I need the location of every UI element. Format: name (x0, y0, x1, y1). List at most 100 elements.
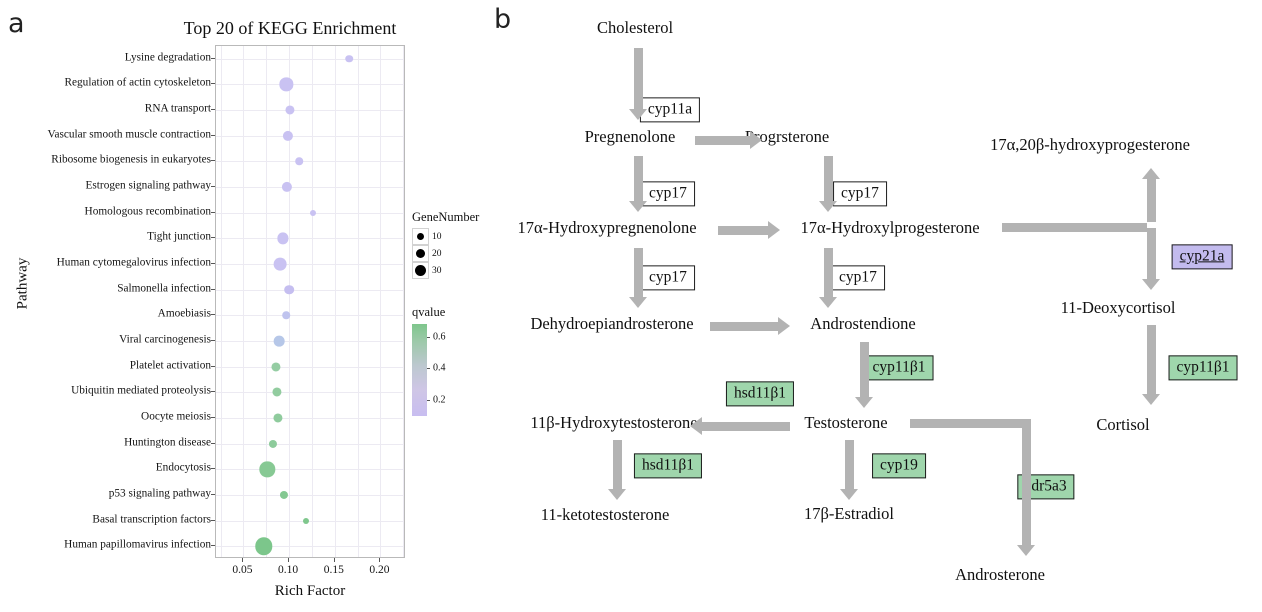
y-axis-tick (211, 160, 215, 162)
enzyme-box-cyp21a[interactable]: cyp21a (1171, 244, 1233, 270)
legend-size-dot (417, 233, 424, 240)
y-axis-tick-label: Amoebiasis (157, 307, 211, 320)
scatter-point (279, 490, 288, 499)
metabolite-pregnenolone: Pregnenolone (584, 126, 676, 146)
colorbar-tick (427, 400, 430, 402)
arrow-deoxycortisol-to-cortisol-shaft (1146, 325, 1156, 394)
enzyme-box-hsd11b1_1[interactable]: hsd11β1 (725, 381, 795, 407)
colorbar (412, 324, 427, 416)
gridline-horizontal (216, 366, 404, 368)
gridline-horizontal (216, 494, 404, 496)
arrow-testosterone-to-hydroxytestosterone-head (690, 417, 702, 435)
metabolite-hydroxyprog: 17α-Hydroxylprogesterone (800, 217, 980, 237)
y-axis-tick (211, 288, 215, 290)
enzyme-label: cyp11β1 (872, 358, 926, 376)
gridline-horizontal (216, 392, 404, 394)
enzyme-box-cyp11a_1[interactable]: cyp11a (639, 97, 701, 123)
arrow-androstendione-to-testosterone-head (855, 397, 873, 408)
metabolite-hydroxyprog_20b: 17α,20β-hydroxyprogesterone (990, 134, 1190, 154)
arrow-hydroxypregnenolone-to-hydroxyprogesterone-head (768, 221, 780, 239)
enzyme-label: hsd11β1 (733, 384, 787, 402)
y-axis-tick-label: Platelet activation (129, 358, 211, 371)
y-axis-tick-label: Lysine degradation (124, 51, 211, 64)
arrow-dhea-to-androstendione-head (778, 317, 790, 335)
y-axis-tick-label: Viral carcinogenesis (119, 333, 211, 346)
gridline-vertical (380, 46, 382, 557)
metabolite-hydroxytesto: 11β-Hydroxytestosterone (530, 412, 698, 432)
scatter-point (279, 77, 293, 92)
enzyme-box-cyp17_4[interactable]: cyp17 (831, 265, 885, 291)
enzyme-box-cyp19[interactable]: cyp19 (872, 453, 926, 479)
arrow-to-deoxycortisol-head (1142, 279, 1160, 290)
panel-a-letter: a (8, 8, 25, 39)
enzyme-box-cyp17_3[interactable]: cyp17 (641, 265, 695, 291)
y-axis-tick (211, 545, 215, 547)
enzyme-label: cyp11a (647, 100, 693, 118)
colorbar-tick-label: 0.6 (433, 331, 446, 343)
y-axis-tick-label: Oocyte meiosis (141, 410, 211, 423)
scatter-point (283, 130, 294, 141)
metabolite-androstendione: Androstendione (810, 313, 916, 333)
legend-size-dot (415, 248, 426, 259)
scatter-point (345, 55, 354, 63)
colorbar-tick (427, 336, 430, 338)
gridline-horizontal (216, 469, 404, 471)
x-axis-tick (333, 558, 335, 562)
arrow-testosterone-to-estradiol-head (840, 489, 858, 500)
gridline-vertical (357, 46, 359, 557)
gridline-vertical (403, 46, 405, 557)
arrow-pregnenolone-to-progesterone-head (750, 131, 762, 149)
x-axis-tick (379, 558, 381, 562)
enzyme-label: cyp17 (649, 184, 687, 202)
arrow-to-17a20b-hydroxyprogesterone-head (1142, 168, 1160, 179)
scatter-point (284, 284, 294, 295)
y-axis-tick-label: Ubiquitin mediated proteolysis (71, 384, 211, 397)
arrow-to-androsterone-shaft (1021, 419, 1031, 545)
enzyme-label: sdr5a3 (1025, 477, 1067, 495)
scatter-point (282, 181, 293, 193)
y-axis-tick (211, 186, 215, 188)
y-axis-tick-label: Regulation of actin cytoskeleton (64, 76, 211, 89)
legend-size-label: 20 (432, 248, 442, 259)
y-axis-tick-label: Salmonella infection (117, 282, 211, 295)
enzyme-box-hsd11b1_2[interactable]: hsd11β1 (633, 453, 703, 479)
y-axis-tick (211, 339, 215, 341)
enzyme-box-cyp11b1_2[interactable]: cyp11β1 (1168, 355, 1238, 381)
arrow-to-deoxycortisol-shaft (1146, 228, 1156, 279)
scatter-point (268, 439, 277, 448)
gridline-vertical (220, 46, 222, 557)
arrow-progesterone-to-hydroxyprogesterone-shaft (823, 156, 833, 201)
legend-gene-number-title: GeneNumber (412, 210, 480, 224)
scatter-point (302, 517, 309, 524)
enzyme-box-cyp17_1[interactable]: cyp17 (641, 181, 695, 207)
gridline-horizontal (216, 84, 404, 86)
y-axis-tick-label: RNA transport (144, 102, 211, 115)
x-axis-tick-label: 0.15 (323, 564, 344, 576)
arrow-hydroxypregnenolone-to-dhea-head (629, 297, 647, 308)
gridline-horizontal (216, 161, 404, 163)
y-axis-tick-label: Ribosome biogenesis in eukaryotes (51, 153, 211, 166)
enzyme-label: cyp21a (1179, 247, 1225, 265)
colorbar-tick-label: 0.4 (433, 362, 446, 374)
enzyme-box-cyp17_2[interactable]: cyp17 (833, 181, 887, 207)
arrow-hydroxytestosterone-to-ketotestosterone-head (608, 489, 626, 500)
gridline-vertical (334, 46, 336, 557)
colorbar-tick-label: 0.2 (433, 394, 446, 406)
enzyme-box-cyp11b1_1[interactable]: cyp11β1 (864, 355, 934, 381)
y-axis-tick (211, 519, 215, 521)
gridline-horizontal (216, 417, 404, 419)
scatter-point (309, 209, 316, 216)
metabolite-estradiol: 17β-Estradiol (804, 503, 894, 523)
colorbar-wrap: 0.6 0.4 0.2 (412, 324, 482, 416)
enzyme-label: cyp17 (649, 268, 687, 286)
elbow-testosterone-horizontal (910, 419, 1030, 428)
arrow-to-17a20b-hydroxyprogesterone-shaft (1146, 179, 1156, 222)
y-axis-tick (211, 365, 215, 367)
metabolite-hydroxypregnen: 17α-Hydroxypregnenolone (517, 217, 697, 237)
scatter-point (285, 105, 295, 115)
arrow-dhea-to-androstendione-shaft (710, 321, 778, 331)
colorbar-tick (427, 368, 430, 370)
